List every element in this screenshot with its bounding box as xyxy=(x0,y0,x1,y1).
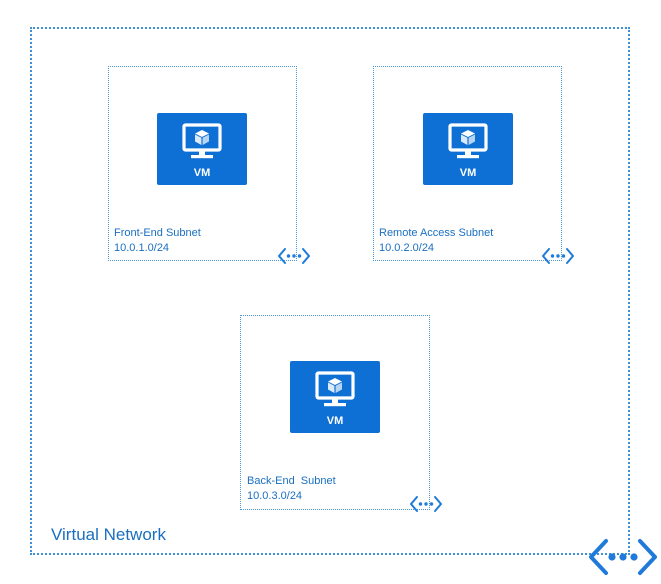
subnet-front-end xyxy=(108,66,297,261)
vm-label: VM xyxy=(326,415,344,427)
subnet-cidr-remote-access: 10.0.2.0/24 xyxy=(379,242,435,254)
subnet-remote-access xyxy=(373,66,562,261)
subnet-name-remote-access: Remote Access Subnet xyxy=(379,227,494,239)
subnet-icon xyxy=(410,496,442,512)
subnet-cidr-front-end: 10.0.1.0/24 xyxy=(114,242,170,254)
virtual-network-boundary xyxy=(30,27,630,555)
subnet-name-front-end: Front-End Subnet xyxy=(114,227,201,239)
vm-monitor-icon xyxy=(448,123,488,159)
subnet-back-end xyxy=(240,315,430,510)
virtual-network-label: Virtual Network xyxy=(51,525,166,544)
subnet-name-back-end: Back-End Subnet xyxy=(247,475,336,487)
network-peering-icon xyxy=(589,539,657,575)
subnet-icon xyxy=(278,248,310,264)
vm-tile-remote-access[interactable]: VM xyxy=(423,113,513,185)
subnet-icon xyxy=(542,248,574,264)
vm-tile-front-end[interactable]: VM xyxy=(157,113,247,185)
vm-label: VM xyxy=(193,167,211,179)
vm-label: VM xyxy=(459,167,477,179)
vm-monitor-icon xyxy=(182,123,222,159)
vm-monitor-icon xyxy=(315,371,355,407)
subnet-cidr-back-end: 10.0.3.0/24 xyxy=(247,490,303,502)
vm-tile-back-end[interactable]: VM xyxy=(290,361,380,433)
